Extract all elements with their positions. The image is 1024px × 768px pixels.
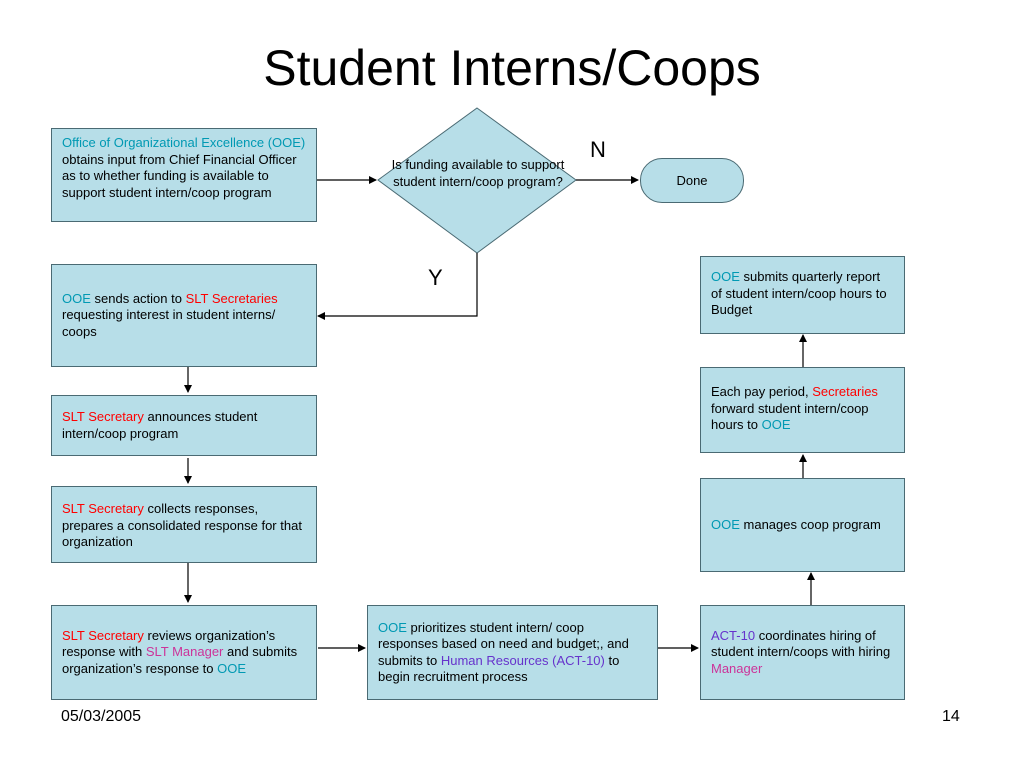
slt-secretaries: SLT Secretaries [185, 290, 278, 306]
node-text: requesting interest in student interns/ … [62, 307, 276, 339]
node-ooe-input: Office of Organizational Excellence (OOE… [51, 128, 317, 222]
ooe-name: OOE [217, 660, 247, 676]
ooe-name: OOE [711, 516, 740, 532]
decision-label: Is funding available to support student … [391, 157, 565, 189]
act10-name: ACT-10 [711, 627, 756, 643]
arrow-decision-to-sends [317, 253, 478, 320]
footer-page-number: 14 [942, 708, 960, 725]
manager-name: Manager [711, 660, 763, 676]
node-text: obtains input from Chief Financial Offic… [62, 151, 297, 200]
edge-label-no: N [590, 137, 606, 162]
slt-secretary: SLT Secretary [62, 501, 144, 516]
footer-date: 05/03/2005 [61, 708, 142, 725]
node-text: announces student intern/coop program [62, 409, 258, 441]
slt-manager: SLT Manager [145, 644, 224, 660]
node-text: coordinates hiring of student intern/coo… [711, 627, 891, 660]
ooe-name: OOE [378, 619, 407, 635]
ooe-name: Office of Organizational Excellence (OOE… [62, 135, 306, 150]
node-slt-announces: SLT Secretary announces student intern/c… [51, 395, 317, 456]
slt-secretary: SLT Secretary [62, 627, 144, 643]
node-text: forward student intern/coop hours to [711, 400, 869, 433]
node-text: prioritizes student intern/ coop respons… [378, 619, 629, 668]
node-done: Done [640, 158, 744, 203]
slt-secretary: SLT Secretary [62, 409, 144, 424]
node-text: and submits organization’s response to [62, 644, 298, 676]
ooe-name: OOE [711, 269, 740, 284]
node-slt-collects: SLT Secretary collects responses, prepar… [51, 486, 317, 563]
node-text: collects responses, prepares a consolida… [62, 501, 302, 549]
node-act10: ACT-10 coordinates hiring of student int… [700, 605, 905, 700]
node-slt-reviews: SLT Secretary reviews organization’s res… [51, 605, 317, 700]
ooe-name: OOE [62, 290, 91, 306]
secretaries: Secretaries [812, 384, 878, 399]
node-ooe-prioritizes: OOE prioritizes student intern/ coop res… [367, 605, 658, 700]
node-ooe-report: OOE submits quarterly report of student … [700, 256, 905, 334]
node-text: sends action to [90, 290, 186, 306]
edge-label-yes: Y [428, 265, 443, 290]
node-text: submits quarterly report of student inte… [711, 269, 887, 317]
node-pay-period: Each pay period, Secretaries forward stu… [700, 367, 905, 453]
node-ooe-sends: OOE sends action to SLT Secretaries requ… [51, 264, 317, 367]
node-text: to begin recruitment process [378, 652, 620, 685]
node-text: Each pay period, [711, 384, 813, 399]
node-text: reviews organization’s response with [62, 627, 276, 660]
slide-title: Student Interns/Coops [263, 40, 761, 96]
node-text: manages coop program [739, 516, 881, 532]
node-ooe-manages: OOE manages coop program [700, 478, 905, 572]
ooe-name: OOE [761, 417, 791, 432]
human-resources: Human Resources (ACT-10) [440, 652, 605, 668]
